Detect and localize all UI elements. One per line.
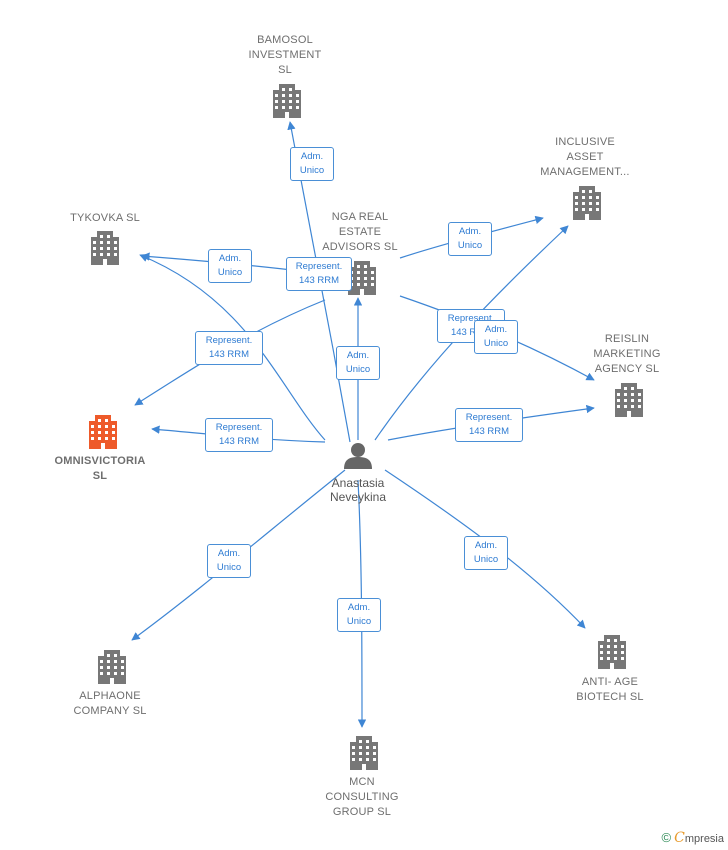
relation-badge-reislin-adm: Adm.Unico [474, 320, 518, 354]
empresia-logo[interactable]: © Cmpresia [662, 830, 725, 846]
brand-initial: C [674, 830, 685, 846]
relation-badge-alphaone: Adm.Unico [207, 544, 251, 578]
building-icon-omnisvictoria [89, 415, 117, 449]
relation-badge-antiage: Adm.Unico [464, 536, 508, 570]
relation-badge-tykovka: Adm.Unico [208, 249, 252, 283]
building-icon-mcn [350, 736, 378, 770]
building-icon-antiage [598, 635, 626, 669]
building-icon-reislin [615, 383, 643, 417]
building-icon-nga [348, 261, 376, 295]
relation-badge-reislin: Represent.143 RRM [455, 408, 523, 442]
company-label-tykovka[interactable]: TYKOVKA SL [70, 212, 140, 224]
relation-badge-nga-tykovka: Represent.143 RRM [286, 257, 352, 291]
relation-badge-omnis-upper: Represent.143 RRM [195, 331, 263, 365]
relation-badge-mcn: Adm.Unico [337, 598, 381, 632]
relation-badge-nga: Adm.Unico [336, 346, 380, 380]
building-icon-bamosol [273, 84, 301, 118]
copyright-symbol: © [661, 830, 672, 845]
building-icon-tykovka [91, 231, 119, 265]
building-icon-inclusive [573, 186, 601, 220]
relation-badge-bamosol: Adm.Unico [290, 147, 334, 181]
brand-name: mpresia [684, 833, 724, 845]
person-icon [344, 443, 372, 469]
relation-badge-omnis: Represent.143 RRM [205, 418, 273, 452]
relation-badge-inclusive: Adm.Unico [448, 222, 492, 256]
building-icon-alphaone [98, 650, 126, 684]
